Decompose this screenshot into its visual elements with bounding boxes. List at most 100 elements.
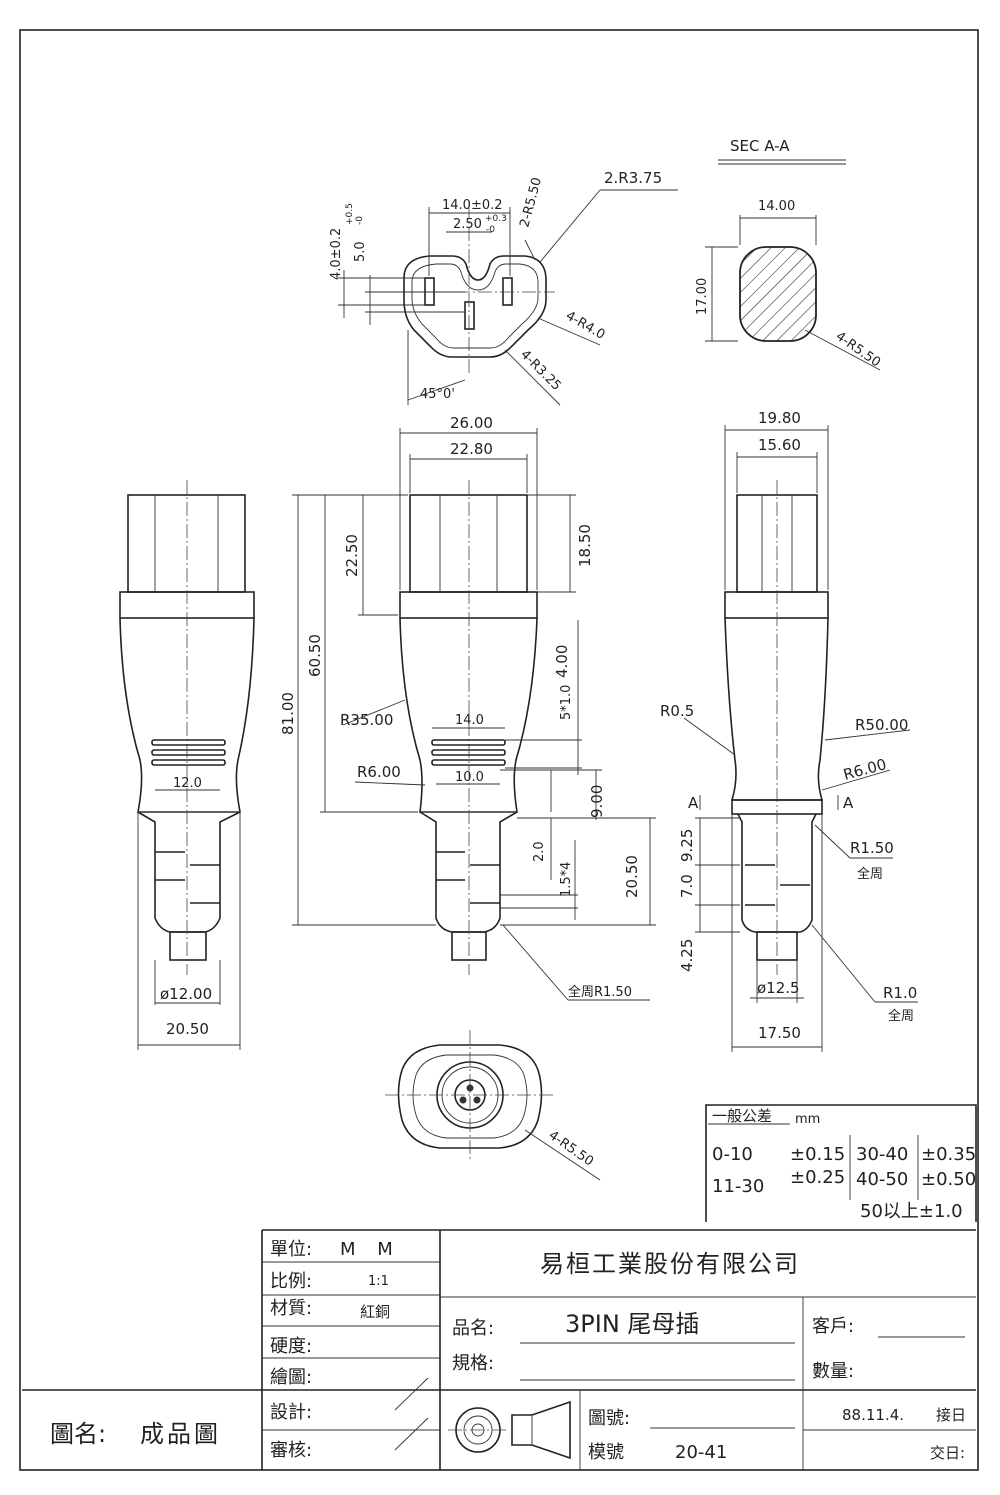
tolerance-range2-0: 30-40 xyxy=(856,1144,908,1165)
model-no-value: 20-41 xyxy=(675,1442,727,1463)
side-radius-2-label: R50.00 xyxy=(855,716,908,734)
product-label: 品名: xyxy=(452,1318,494,1339)
tolerance-extra: 50以上±1.0 xyxy=(860,1201,963,1222)
top-height-2-tol-plus: +0.5 xyxy=(345,203,355,225)
side-diameter-label: ø12.5 xyxy=(757,979,800,997)
top-width-label: 14.0±0.2 xyxy=(442,198,503,213)
side-inner-width-label: 15.60 xyxy=(758,436,801,454)
top-slot-tol-minus: -0 xyxy=(486,225,495,235)
scale-label: 比例: xyxy=(270,1271,312,1292)
side-section-mark-left: A xyxy=(688,794,699,812)
front-grip-count-label: 5*1.0 xyxy=(559,685,574,720)
tolerance-header: 一般公差 xyxy=(712,1107,772,1125)
tolerance-value-0: ±0.15 xyxy=(790,1144,845,1165)
side-outer-width-label: 19.80 xyxy=(758,409,801,427)
top-slot-width-label: 2.50 xyxy=(453,217,482,232)
front-neck-width-label: 10.0 xyxy=(455,770,484,785)
product-value: 3PIN 尾母插 xyxy=(565,1310,699,1338)
front-tail-gap-label: 2.0 xyxy=(532,841,547,862)
front-cap-height-label: 18.50 xyxy=(576,524,594,567)
section-aa-view: SEC A-A 14.00 17.00 4-R5.50 xyxy=(695,137,883,371)
top-radius-2-label: 2.R3.75 xyxy=(604,169,662,187)
title-block: 單位: M M 比例: 1:1 材質: 紅銅 硬度: 繪圖: 設計: 審核: 易… xyxy=(22,1229,976,1470)
side-view: 19.80 15.60 R0.5 R50.00 R6.00 A A R1.50 … xyxy=(660,409,918,1052)
customer-label: 客戶: xyxy=(812,1316,854,1337)
section-width-label: 14.00 xyxy=(758,199,795,214)
top-height-2-label: 5.0 xyxy=(353,241,368,262)
front-big-radius-label: R35.00 xyxy=(340,711,393,729)
received-label: 接日 xyxy=(936,1406,966,1424)
front-pitch-label: 4.00 xyxy=(553,645,571,678)
sheet-border xyxy=(19,29,979,1471)
bottom-view: 4-R5.50 xyxy=(385,1030,601,1181)
front-neck-height-label: 9.00 xyxy=(588,785,606,818)
unit-label: 單位: xyxy=(270,1239,312,1260)
top-view: 14.0±0.2 2.50 +0.3 -0 2-R5.50 2.R3.75 4.… xyxy=(329,169,678,406)
tolerance-unit: mm xyxy=(795,1112,820,1127)
side-radius-5-label: R1.0 xyxy=(883,984,917,1002)
front-total-height-label: 81.00 xyxy=(279,692,297,735)
top-slot-tol-plus: +0.3 xyxy=(485,214,507,224)
side-width-label: 17.50 xyxy=(758,1024,801,1042)
tolerance-range-0: 0-10 xyxy=(712,1144,753,1165)
tolerance-range-1: 11-30 xyxy=(712,1176,764,1197)
review-label: 審核: xyxy=(270,1440,312,1461)
front-outer-width-label: 26.00 xyxy=(450,414,493,432)
section-height-label: 17.00 xyxy=(695,278,710,315)
side-radius-4-label: R1.50 xyxy=(850,839,894,857)
side-section-mark-right: A xyxy=(843,794,854,812)
side-radius-3-label: R6.00 xyxy=(841,755,888,784)
side-radius-4-note: 全周 xyxy=(857,866,883,882)
projection-symbol-icon xyxy=(448,1400,571,1460)
left-view: 12.0 ø12.00 20.50 xyxy=(119,480,255,1050)
drawing-no-label: 圖號: xyxy=(588,1408,630,1429)
model-no-label: 模號 xyxy=(588,1442,624,1463)
drawing-name-label: 圖名: xyxy=(50,1420,106,1448)
section-radius-label: 4-R5.50 xyxy=(833,329,883,371)
side-dim-1-label: 9.25 xyxy=(678,829,696,862)
tolerance-value2-0: ±0.35 xyxy=(921,1144,976,1165)
top-height-1-label: 4.0±0.2 xyxy=(329,228,344,280)
front-view: 26.00 22.80 14.0 10.0 81.00 60.50 22.50 … xyxy=(279,414,656,1001)
drawn-label: 繪圖: xyxy=(270,1367,312,1388)
side-dim-2-label: 7.0 xyxy=(678,874,696,898)
front-grip-ribs xyxy=(431,739,506,766)
spec-label: 規格: xyxy=(452,1353,494,1374)
side-radius-1-label: R0.5 xyxy=(660,702,694,720)
side-radius-5-note: 全周 xyxy=(888,1008,914,1024)
front-inner-width-label: 22.80 xyxy=(450,440,493,458)
top-angle-label: 45°0' xyxy=(420,387,455,402)
front-body-height-label: 60.50 xyxy=(306,634,324,677)
front-tail-ribs xyxy=(436,851,500,904)
top-radius-3-label: 4-R4.0 xyxy=(563,308,607,342)
top-radius-1-label: 2-R5.50 xyxy=(517,176,545,229)
left-width-label: 20.50 xyxy=(166,1020,209,1038)
unit-value: M M xyxy=(340,1239,401,1260)
front-tail-rib-label: 1.5*4 xyxy=(559,862,574,897)
design-label: 設計: xyxy=(270,1402,312,1423)
date-value: 88.11.4. xyxy=(842,1406,904,1424)
drawing-name-value: 成品圖 xyxy=(140,1420,221,1448)
left-diameter-label: ø12.00 xyxy=(160,985,212,1003)
material-label: 材質: xyxy=(270,1298,312,1319)
section-title: SEC A-A xyxy=(730,137,790,155)
quantity-label: 數量: xyxy=(812,1361,854,1382)
tolerance-table: 一般公差 mm 0-10 ±0.15 30-40 ±0.35 11-30 ±0.… xyxy=(705,1104,977,1222)
section-shape xyxy=(739,246,817,342)
front-small-radius-label: R6.00 xyxy=(357,763,401,781)
company-name: 易桓工業股份有限公司 xyxy=(540,1250,800,1278)
tolerance-value2-1: ±0.50 xyxy=(921,1169,976,1190)
left-neck-width-label: 12.0 xyxy=(173,776,202,791)
tolerance-value-1: ±0.25 xyxy=(790,1167,845,1188)
top-height-2-tol-minus: -0 xyxy=(355,216,365,225)
tolerance-range2-1: 40-50 xyxy=(856,1169,908,1190)
front-grip-width-label: 14.0 xyxy=(455,713,484,728)
front-top-height-label: 22.50 xyxy=(343,534,361,577)
top-radius-4-label: 4-R3.25 xyxy=(517,347,564,394)
delivered-label: 交日: xyxy=(930,1444,965,1462)
side-dim-3-label: 4.25 xyxy=(678,939,696,972)
hardness-label: 硬度: xyxy=(270,1336,312,1357)
scale-value: 1:1 xyxy=(368,1274,389,1289)
material-value: 紅銅 xyxy=(360,1303,390,1321)
